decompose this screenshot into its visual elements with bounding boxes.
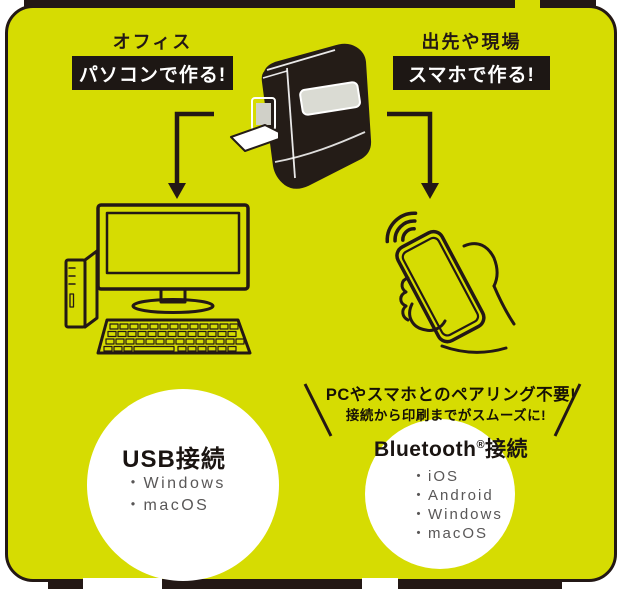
bottom-border-gap	[83, 578, 162, 589]
printer-base-seam	[274, 131, 366, 163]
printer-tape-window	[299, 81, 361, 116]
monitor-screen	[105, 211, 241, 275]
printer-screen-glass	[256, 103, 271, 125]
bluetooth-title: Bluetooth®接続	[341, 433, 561, 463]
bluetooth-suffix: 接続	[485, 438, 529, 461]
hand-outline	[399, 242, 516, 354]
wireless-waves-icon	[385, 211, 418, 244]
monitor-base	[131, 298, 215, 314]
label-printer-icon	[230, 43, 372, 189]
phone-body	[395, 229, 486, 344]
smartphone-create-badge: スマホで作る!	[393, 56, 550, 90]
desktop-pc-icon	[64, 203, 252, 355]
printer-body	[261, 43, 372, 189]
usb-os-list: ・Windows ・macOS	[125, 473, 226, 517]
pc-tower-buttons	[68, 267, 76, 285]
usb-os-item: ・Windows	[125, 475, 226, 492]
keyboard-keys-row2	[107, 330, 237, 338]
bluetooth-os-item: ・macOS	[411, 525, 489, 542]
pc-tower	[64, 258, 87, 329]
bottom-border-segment	[48, 581, 83, 589]
pairing-callout-line2: 接続から印刷までがスムーズに!	[345, 408, 547, 423]
bottom-border-gap	[362, 578, 398, 589]
usb-title: USB接続	[122, 446, 226, 473]
printer-face-seam	[286, 67, 296, 179]
top-border-bar	[24, 0, 596, 8]
bluetooth-os-item: ・Windows	[411, 506, 503, 523]
monitor-frame	[96, 203, 250, 291]
smartphone-in-hand-icon	[385, 211, 516, 354]
bottom-border-segment	[162, 581, 362, 589]
office-location-label: オフィス	[112, 32, 193, 52]
keyboard-keys-row4	[103, 345, 237, 352]
bluetooth-connection-circle: Bluetooth®接続 ・iOS ・Android ・Windows ・mac…	[365, 419, 528, 569]
phone-screen	[401, 236, 480, 337]
pc-create-badge: パソコンで作る!	[72, 56, 233, 90]
keyboard-keys-row3	[105, 338, 245, 345]
monitor-neck	[159, 287, 187, 304]
usb-os-item: ・macOS	[125, 497, 210, 514]
printer-slope-seam	[262, 70, 288, 79]
registered-mark: ®	[476, 439, 486, 451]
printed-label-tape	[230, 124, 280, 152]
pc-tower-slot	[69, 293, 75, 308]
usb-connection-circle: USB接続 ・Windows ・macOS	[87, 389, 279, 581]
bluetooth-brand: Bluetooth	[373, 438, 477, 461]
bluetooth-os-list: ・iOS ・Android ・Windows ・macOS	[411, 467, 503, 543]
keyboard-keys-row1	[109, 323, 239, 330]
field-location-label: 出先や現場	[421, 32, 522, 52]
pc-tower-side	[83, 249, 99, 329]
bottom-border-segment	[398, 581, 562, 589]
bluetooth-os-item: ・Android	[411, 487, 494, 504]
pairing-callout-line1: PCやスマホとのペアリング不要!	[325, 386, 577, 404]
bluetooth-os-item: ・iOS	[411, 468, 460, 485]
keyboard-body	[96, 318, 252, 355]
smartphone-icon	[395, 229, 486, 344]
top-border-notch	[515, 0, 540, 13]
printer-top-seam	[266, 49, 336, 71]
